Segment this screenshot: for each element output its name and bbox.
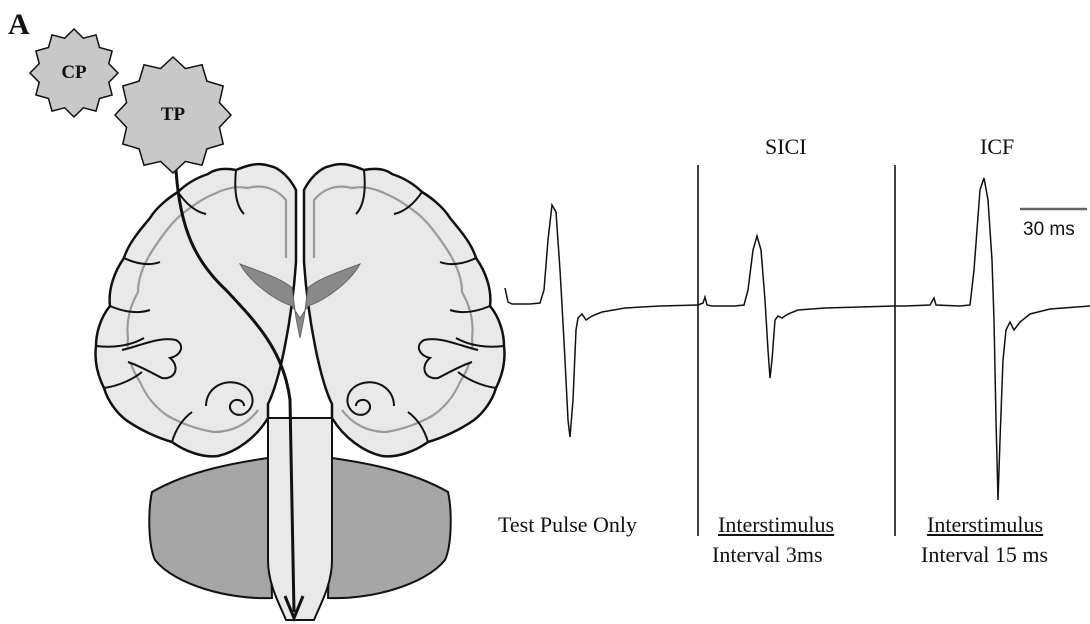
scale-bar-label: 30 ms xyxy=(1023,219,1075,241)
mep-trace-sici xyxy=(698,236,895,378)
caption-sici-line1: Interstimulus xyxy=(718,511,834,539)
caption-test-pulse-only: Test Pulse Only xyxy=(498,511,637,539)
cerebellum-left xyxy=(149,458,272,598)
stimulus-markers xyxy=(30,29,231,173)
brainstem xyxy=(268,418,332,620)
mep-trace-test-pulse-only xyxy=(505,205,698,437)
caption-sici-line2: Interval 3ms xyxy=(712,541,823,569)
icf-title: ICF xyxy=(980,134,1014,160)
conditioning-pulse-label: CP xyxy=(44,62,104,84)
cerebellum-right xyxy=(328,458,451,598)
panel-label: A xyxy=(8,8,30,42)
test-pulse-label: TP xyxy=(143,104,203,126)
caption-icf-line1: Interstimulus xyxy=(927,511,1043,539)
sici-title: SICI xyxy=(765,134,807,160)
caption-icf-line2: Interval 15 ms xyxy=(921,541,1048,569)
